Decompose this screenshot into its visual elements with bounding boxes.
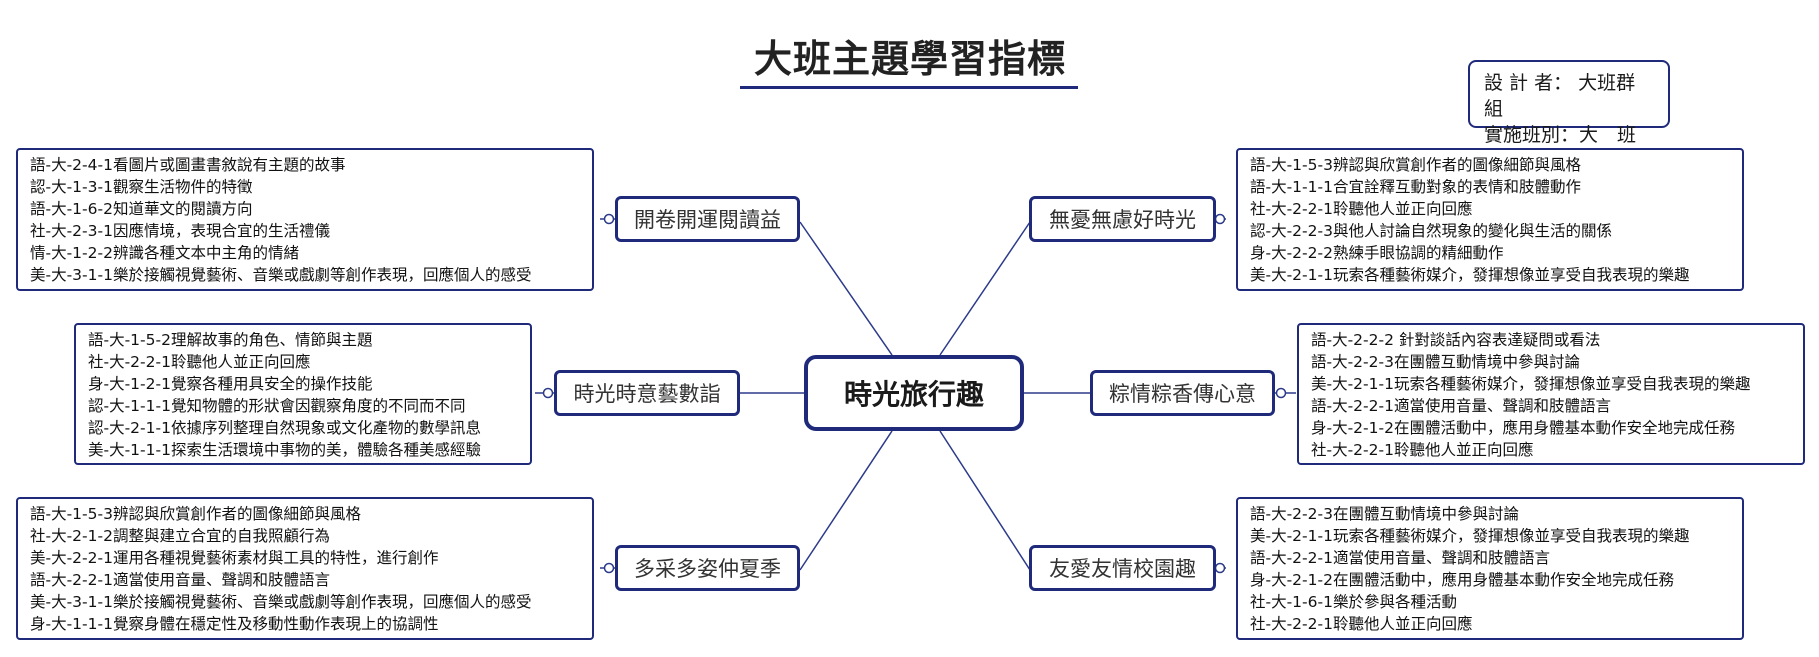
list-item: 社-大-2-3-1因應情境，表現合宜的生活禮儀 bbox=[30, 222, 330, 240]
connector-dot bbox=[1275, 387, 1287, 399]
indicator-list-tr: 語-大-1-5-3辨認與欣賞創作者的圖像細節與風格 語-大-1-1-1合宜詮釋互… bbox=[1236, 148, 1744, 291]
connector-dot bbox=[1214, 213, 1226, 225]
list-item: 認-大-2-2-3與他人討論自然現象的變化與生活的關係 bbox=[1250, 222, 1612, 240]
class-line: 實施班別：大 班 bbox=[1484, 124, 1637, 146]
list-item: 身-大-2-2-2熟練手眼協調的精細動作 bbox=[1250, 244, 1504, 262]
list-item: 社-大-2-2-1聆聽他人並正向回應 bbox=[88, 353, 311, 371]
connector-dot bbox=[603, 562, 615, 574]
indicator-list-tl: 語-大-2-4-1看圖片或圖畫書敘說有主題的故事 認-大-1-3-1觀察生活物件… bbox=[16, 148, 594, 291]
list-item: 語-大-1-5-3辨認與欣賞創作者的圖像細節與風格 bbox=[30, 505, 361, 523]
list-item: 語-大-1-5-3辨認與欣賞創作者的圖像細節與風格 bbox=[1250, 156, 1581, 174]
list-item: 身-大-2-1-2在團體活動中，應用身體基本動作安全地完成任務 bbox=[1311, 419, 1735, 437]
connector-dot bbox=[542, 387, 554, 399]
list-item: 情-大-1-2-2辨識各種文本中主角的情緒 bbox=[30, 244, 299, 262]
list-item: 語-大-1-5-2理解故事的角色、情節與主題 bbox=[88, 331, 373, 349]
list-item: 美-大-2-2-1運用各種視覺藝術素材與工具的特性，進行創作 bbox=[30, 549, 439, 567]
indicator-list-br: 語-大-2-2-3在團體互動情境中參與討論 美-大-2-1-1玩索各種藝術媒介，… bbox=[1236, 497, 1744, 640]
designer-line: 設 計 者： 大班群組 bbox=[1484, 72, 1636, 120]
topic-mr: 粽情粽香傳心意 bbox=[1090, 370, 1275, 416]
topic-br: 友愛友情校園趣 bbox=[1029, 545, 1216, 591]
list-item: 社-大-1-6-1樂於參與各種活動 bbox=[1250, 593, 1457, 611]
indicator-list-ml: 語-大-1-5-2理解故事的角色、情節與主題 社-大-2-2-1聆聽他人並正向回… bbox=[74, 323, 532, 465]
designer-info-box: 設 計 者： 大班群組 實施班別：大 班 bbox=[1468, 60, 1670, 146]
list-item: 社-大-2-2-1聆聽他人並正向回應 bbox=[1311, 441, 1534, 459]
list-item: 語-大-2-2-3在團體互動情境中參與討論 bbox=[1250, 505, 1519, 523]
list-item: 語-大-2-2-3在團體互動情境中參與討論 bbox=[1311, 353, 1580, 371]
list-item: 美-大-2-1-1玩索各種藝術媒介，發揮想像並享受自我表現的樂趣 bbox=[1250, 266, 1690, 284]
list-item: 語-大-2-2-1適當使用音量、聲調和肢體語言 bbox=[1311, 397, 1611, 415]
list-item: 美-大-2-1-1玩索各種藝術媒介，發揮想像並享受自我表現的樂趣 bbox=[1311, 375, 1751, 393]
list-item: 語-大-2-4-1看圖片或圖畫書敘說有主題的故事 bbox=[30, 156, 346, 174]
list-item: 語-大-2-2-1適當使用音量、聲調和肢體語言 bbox=[30, 571, 330, 589]
page-title: 大班主題學習指標 bbox=[753, 37, 1066, 81]
list-item: 認-大-2-1-1依據序列整理自然現象或文化產物的數學訊息 bbox=[88, 419, 481, 437]
list-item: 認-大-1-1-1覺知物體的形狀會因觀察角度的不同而不同 bbox=[88, 397, 466, 415]
list-item: 社-大-2-2-1聆聽他人並正向回應 bbox=[1250, 200, 1473, 218]
list-item: 身-大-2-1-2在團體活動中，應用身體基本動作安全地完成任務 bbox=[1250, 571, 1674, 589]
topic-ml: 時光時意藝數詣 bbox=[554, 370, 740, 416]
list-item: 認-大-1-3-1觀察生活物件的特徵 bbox=[30, 178, 253, 196]
list-item: 美-大-2-1-1玩索各種藝術媒介，發揮想像並享受自我表現的樂趣 bbox=[1250, 527, 1690, 545]
list-item: 語-大-1-6-2知道華文的閱讀方向 bbox=[30, 200, 253, 218]
connector-dot bbox=[1214, 562, 1226, 574]
topic-bl: 多采多姿仲夏季 bbox=[615, 545, 800, 591]
title-underline bbox=[740, 86, 1078, 89]
list-item: 美-大-1-1-1探索生活環境中事物的美，體驗各種美感經驗 bbox=[88, 441, 481, 459]
indicator-list-bl: 語-大-1-5-3辨認與欣賞創作者的圖像細節與風格 社-大-2-1-2調整與建立… bbox=[16, 497, 594, 640]
list-item: 社-大-2-2-1聆聽他人並正向回應 bbox=[1250, 615, 1473, 633]
list-item: 美-大-3-1-1樂於接觸視覺藝術、音樂或戲劇等創作表現，回應個人的感受 bbox=[30, 266, 532, 284]
topic-tr: 無憂無慮好時光 bbox=[1029, 196, 1216, 242]
connector-dot bbox=[603, 213, 615, 225]
central-topic: 時光旅行趣 bbox=[804, 355, 1024, 431]
list-item: 身-大-1-2-1覺察各種用具安全的操作技能 bbox=[88, 375, 373, 393]
list-item: 語-大-2-2-1適當使用音量、聲調和肢體語言 bbox=[1250, 549, 1550, 567]
list-item: 語-大-2-2-2 針對談話內容表達疑問或看法 bbox=[1311, 331, 1601, 349]
topic-tl: 開卷開運閱讀益 bbox=[615, 196, 800, 242]
list-item: 社-大-2-1-2調整與建立合宜的自我照顧行為 bbox=[30, 527, 330, 545]
list-item: 美-大-3-1-1樂於接觸視覺藝術、音樂或戲劇等創作表現，回應個人的感受 bbox=[30, 593, 532, 611]
list-item: 語-大-1-1-1合宜詮釋互動對象的表情和肢體動作 bbox=[1250, 178, 1581, 196]
indicator-list-mr: 語-大-2-2-2 針對談話內容表達疑問或看法 語-大-2-2-3在團體互動情境… bbox=[1297, 323, 1805, 465]
list-item: 身-大-1-1-1覺察身體在穩定性及移動性動作表現上的協調性 bbox=[30, 615, 439, 633]
